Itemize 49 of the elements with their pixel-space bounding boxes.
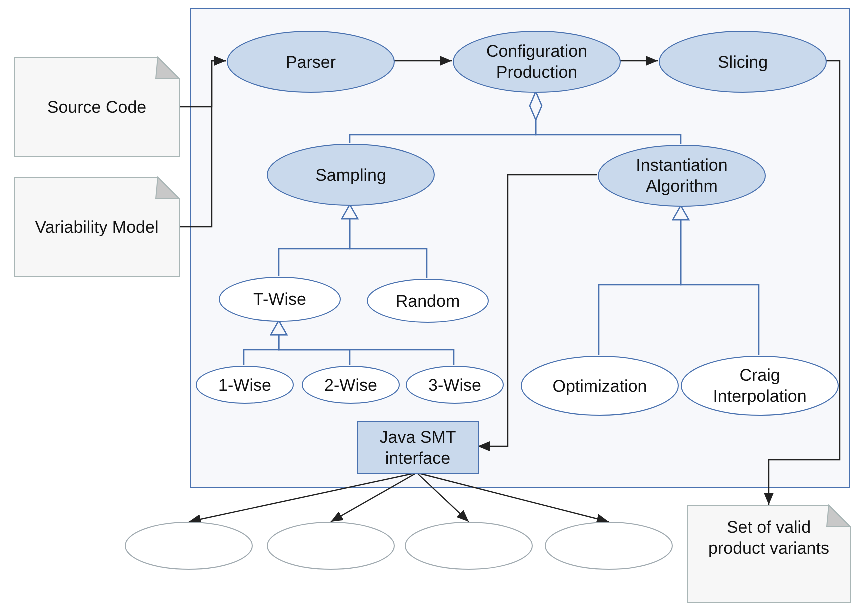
arrow	[180, 56, 226, 228]
frame-panel	[190, 8, 850, 488]
aggregation-connector	[529, 91, 682, 144]
node-label: 3-Wise	[428, 374, 482, 396]
node-label: Java SMT interface	[378, 426, 458, 468]
arrow	[330, 472, 418, 523]
process-ellipse	[659, 31, 827, 93]
node-label: Sampling	[314, 164, 388, 186]
node-label: Instantiation Algorithm	[635, 155, 729, 197]
process-ellipse	[227, 31, 395, 93]
arrow	[416, 472, 610, 524]
node-label: Optimization	[552, 376, 648, 396]
arrow	[341, 204, 428, 278]
arrow	[672, 205, 760, 355]
option-ellipse	[406, 366, 504, 404]
option-ellipse	[219, 277, 341, 322]
process-ellipse	[453, 31, 621, 93]
node-label: Variability Model	[34, 216, 160, 238]
option-ellipse	[367, 279, 489, 323]
node-label: Source Code	[46, 96, 148, 118]
process-ellipse	[267, 144, 435, 206]
option-ellipse	[521, 356, 679, 416]
node-label: Slicing	[716, 52, 770, 72]
document-shape	[14, 177, 180, 277]
document-shape	[14, 57, 180, 157]
arrow	[394, 56, 452, 66]
node-label: Configuration Production	[485, 41, 589, 83]
interface-box	[357, 421, 479, 474]
arrow	[764, 60, 841, 505]
process-ellipse	[598, 145, 766, 207]
document-shape	[687, 505, 851, 603]
solver-ellipse	[267, 522, 395, 570]
node-label: Craig Interpolation	[712, 365, 808, 407]
arrow	[416, 472, 470, 522]
solver-ellipse	[405, 522, 533, 570]
node-label: 2-Wise	[324, 374, 378, 396]
arrow	[270, 320, 455, 365]
option-ellipse	[302, 366, 400, 404]
solver-ellipse	[545, 522, 673, 570]
node-label: Set of valid product variants	[708, 517, 830, 559]
solver-ellipse	[125, 522, 253, 570]
node-label: T-Wise	[252, 289, 308, 310]
arrow	[478, 174, 597, 452]
node-label: Parser	[284, 52, 338, 72]
node-label: Random	[394, 290, 462, 312]
option-ellipse	[681, 356, 839, 416]
arrow	[620, 56, 658, 66]
option-ellipse	[196, 366, 294, 404]
node-label: 1-Wise	[218, 374, 272, 396]
